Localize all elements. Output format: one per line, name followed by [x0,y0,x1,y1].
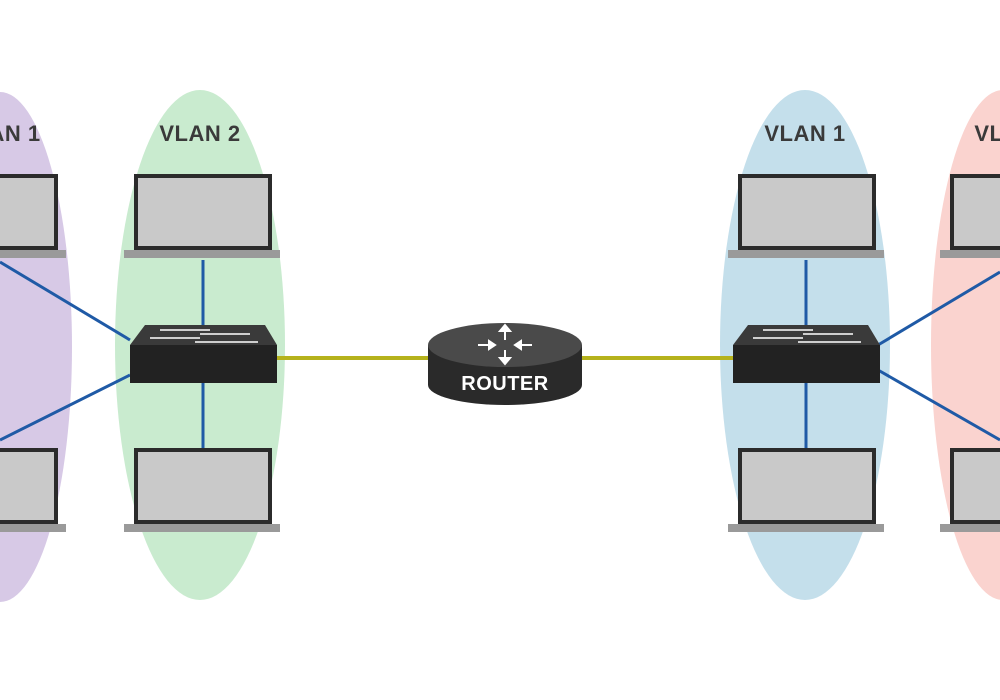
vlan-label-left-1: VLAN 1 [0,121,41,146]
access-links-left [0,260,205,450]
access-links-right [804,260,1000,450]
switch-icon [130,325,277,383]
router-icon: ROUTER [428,323,582,405]
laptop-icon [0,174,66,258]
laptop-icon [728,448,884,532]
laptop-icon [728,174,884,258]
laptop-icon [124,448,280,532]
switch-icon [733,325,880,383]
laptop-icon [940,448,1000,532]
laptop-icon [0,448,66,532]
laptop-icon [940,174,1000,258]
router-label: ROUTER [461,373,549,395]
laptop-icon [124,174,280,258]
vlan-label-right-1: VLAN 1 [764,121,845,146]
vlan-label-right-2: VLAN 2 [974,121,1000,146]
vlan-label-left-2: VLAN 2 [159,121,240,146]
